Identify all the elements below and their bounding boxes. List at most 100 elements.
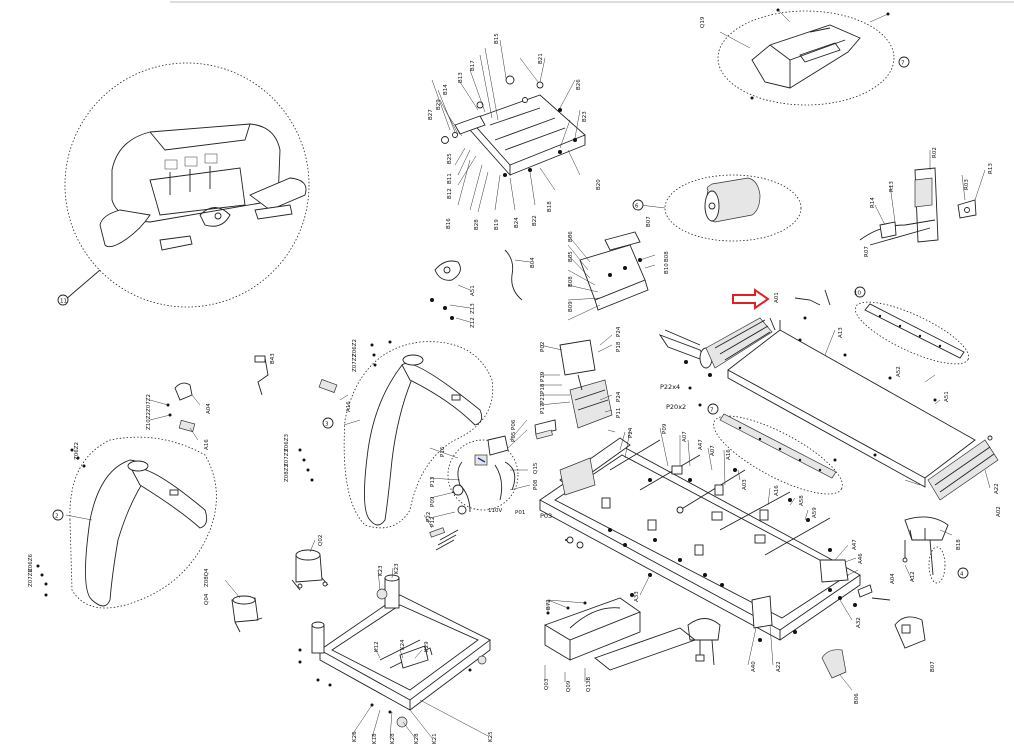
svg-text:A01: A01 xyxy=(774,292,780,303)
svg-text:B17: B17 xyxy=(470,60,476,71)
left-handrail-detail: Z07Z2 Z10Z2 A04 A16 Z06Z2 Z06Z6 Z07Z6 2 xyxy=(28,382,217,609)
svg-text:A59: A59 xyxy=(812,507,818,518)
svg-text:P24: P24 xyxy=(616,326,622,337)
svg-text:Q15: Q15 xyxy=(533,462,539,474)
svg-text:K26: K26 xyxy=(352,731,358,742)
svg-text:Q03: Q03 xyxy=(544,678,550,690)
svg-text:K21: K21 xyxy=(432,733,438,744)
svg-text:B08: B08 xyxy=(568,276,574,287)
svg-text:A13: A13 xyxy=(838,327,844,338)
svg-text:A52: A52 xyxy=(896,366,902,377)
svg-text:A07: A07 xyxy=(710,445,716,456)
svg-text:K28: K28 xyxy=(414,733,420,744)
svg-text:P24: P24 xyxy=(616,391,622,402)
p03-label: P03 xyxy=(540,512,552,520)
roller-detail: 6 xyxy=(632,174,802,242)
base-frame: K26 K18 K28 K28 K21 K25 K23 K23 K12 K24 … xyxy=(298,563,494,744)
svg-text:B06: B06 xyxy=(854,693,860,704)
svg-text:K12: K12 xyxy=(374,641,380,652)
electronics-detail: R02 R03 R13 R14 R13 xyxy=(859,147,994,246)
top-bracket-assembly: B27 B29 B14 B13 B17 B15 B21 B26 B23 B20 … xyxy=(428,33,602,230)
svg-text:A33: A33 xyxy=(634,591,640,602)
svg-text:Z06Z3: Z06Z3 xyxy=(284,433,290,452)
svg-text:Z07Z2: Z07Z2 xyxy=(352,354,358,372)
misc-parts: P22 R07 xyxy=(423,246,870,538)
callout-11: 11 xyxy=(60,299,67,305)
svg-text:Z10Z2: Z10Z2 xyxy=(146,412,152,430)
svg-text:A47: A47 xyxy=(852,539,858,550)
svg-text:2: 2 xyxy=(55,514,59,520)
svg-text:Q02: Q02 xyxy=(318,535,324,546)
svg-text:B16: B16 xyxy=(446,218,452,229)
svg-text:B14: B14 xyxy=(443,84,449,95)
svg-text:A46: A46 xyxy=(858,553,864,564)
controller-bracket: B06 B05 B08 B09 B08 B10 B07 xyxy=(567,216,670,321)
svg-text:B18: B18 xyxy=(547,201,553,212)
svg-text:Z07Z2: Z07Z2 xyxy=(146,394,152,412)
svg-text:B07: B07 xyxy=(930,661,936,672)
svg-text:Q13B: Q13B xyxy=(586,677,592,692)
foot-posts: Q02 Z08Q4 Q04 xyxy=(204,535,329,633)
svg-text:B43: B43 xyxy=(270,353,276,364)
svg-text:B21: B21 xyxy=(538,53,544,64)
svg-text:Q09: Q09 xyxy=(566,680,572,692)
motor-cover-detail: 7 Q19 xyxy=(700,8,910,106)
power-wiring-detail: P16 P13 P09 P12 P06 P05 Q15 P08 P01 110V… xyxy=(429,419,552,551)
svg-text:A07: A07 xyxy=(682,431,688,442)
svg-text:P01: P01 xyxy=(515,510,525,516)
svg-text:A32: A32 xyxy=(856,617,862,628)
svg-text:K18: K18 xyxy=(372,733,378,744)
svg-text:P09: P09 xyxy=(430,496,436,507)
svg-text:B11: B11 xyxy=(447,173,453,184)
svg-text:B08: B08 xyxy=(664,251,670,262)
svg-text:A16: A16 xyxy=(346,401,352,412)
svg-text:B26: B26 xyxy=(576,79,582,90)
motor-tray: B72 Q03 Q09 Q13B xyxy=(543,597,696,692)
svg-text:K23: K23 xyxy=(378,565,384,576)
svg-text:B24: B24 xyxy=(514,217,520,228)
svg-text:K28: K28 xyxy=(390,733,396,744)
svg-text:P12: P12 xyxy=(430,517,436,527)
svg-text:R07: R07 xyxy=(864,246,870,257)
svg-text:Z07Z6: Z07Z6 xyxy=(28,568,34,587)
svg-text:B10: B10 xyxy=(664,263,670,274)
svg-text:A51: A51 xyxy=(470,285,476,296)
svg-text:A22: A22 xyxy=(994,483,1000,494)
rear-caps: 4 B18 A12 A04 B07 B06 xyxy=(687,516,969,704)
svg-text:R02: R02 xyxy=(932,147,938,158)
side-rail-top: 10 xyxy=(854,286,970,365)
svg-text:P06: P06 xyxy=(511,419,517,430)
svg-text:3: 3 xyxy=(325,422,329,428)
svg-text:Z06Z6: Z06Z6 xyxy=(28,553,34,572)
sensor-cable: B43 xyxy=(254,353,276,396)
svg-text:B13: B13 xyxy=(458,72,464,83)
svg-text:R14: R14 xyxy=(870,197,876,208)
right-handrail-detail: Z06Z2 Z07Z2 A16 Z06Z3 Z07Z3 Z08Z3 3 xyxy=(284,339,494,529)
svg-text:Z12: Z12 xyxy=(470,317,476,328)
svg-text:P24: P24 xyxy=(628,427,634,438)
svg-text:P19: P19 xyxy=(540,371,546,382)
svg-text:P22x4: P22x4 xyxy=(660,383,680,391)
svg-text:B23: B23 xyxy=(582,111,588,122)
svg-text:Q04: Q04 xyxy=(204,593,210,605)
svg-text:A58: A58 xyxy=(799,495,805,506)
svg-text:110V: 110V xyxy=(488,508,502,514)
svg-text:R13: R13 xyxy=(988,163,994,174)
svg-text:A51: A51 xyxy=(944,391,950,402)
svg-text:P17: P17 xyxy=(540,403,546,414)
svg-text:K24: K24 xyxy=(400,639,406,650)
svg-text:B28: B28 xyxy=(474,219,480,230)
svg-text:A04: A04 xyxy=(206,403,212,414)
svg-text:B19: B19 xyxy=(494,219,500,230)
console-detail: 11 xyxy=(57,62,310,308)
svg-text:P18: P18 xyxy=(540,383,546,394)
svg-text:Z06Z2: Z06Z2 xyxy=(74,442,80,460)
svg-text:B09: B09 xyxy=(568,301,574,312)
running-deck: A13 A52 A51 A22 A02 xyxy=(727,316,1002,517)
drive-assembly: P22x4 P20x2 A01 xyxy=(658,288,831,411)
svg-text:P22: P22 xyxy=(426,512,432,522)
svg-text:P08: P08 xyxy=(533,479,539,490)
svg-text:P11: P11 xyxy=(616,408,622,418)
svg-text:P16: P16 xyxy=(440,446,446,457)
